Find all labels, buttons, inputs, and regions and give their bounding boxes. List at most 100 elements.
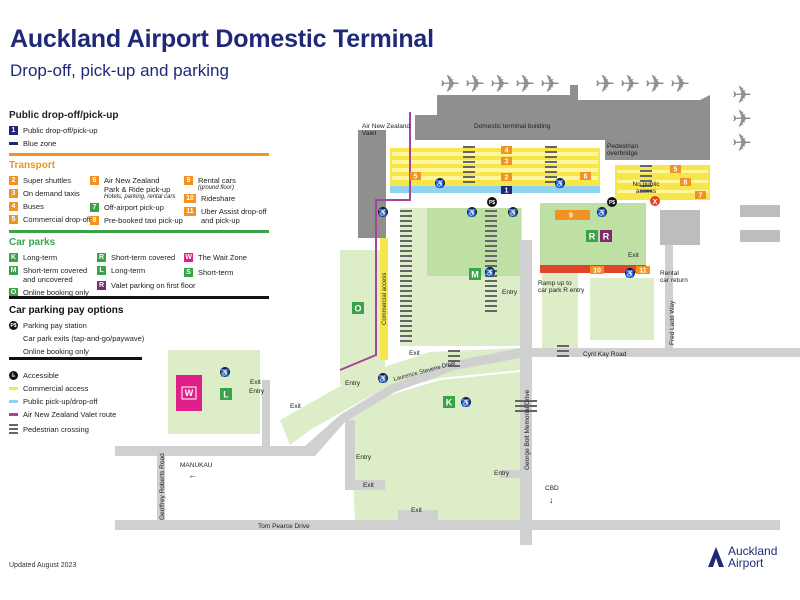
- legend-label: Long-term: [111, 266, 146, 275]
- carpark-r-label: R: [589, 232, 596, 242]
- legend-label: On demand taxis: [23, 189, 80, 198]
- logo-text: Auckland Airport: [728, 545, 777, 569]
- badge-1: [501, 186, 512, 194]
- svg-text:✈: ✈: [515, 71, 535, 98]
- badge-6-label: 6: [584, 174, 588, 181]
- badge-5b-label: 5: [674, 167, 678, 174]
- badge-10-legend: 10: [184, 194, 196, 203]
- legend-label: Short-term: [198, 268, 234, 277]
- logo-line1: Auckland: [728, 544, 778, 558]
- badge-10: [590, 266, 604, 274]
- svg-text:♿: ♿: [221, 368, 230, 377]
- badge-8-label: 8: [684, 180, 688, 187]
- overbridge-line2: overbridge: [607, 150, 638, 157]
- legend-payment: Car parking pay options P$Parking pay st…: [9, 305, 269, 359]
- svg-text:✈: ✈: [645, 71, 665, 98]
- badge-w-legend: W: [184, 253, 193, 262]
- badge-valet-r-legend: R: [97, 281, 106, 290]
- road-george: George Bolt Memorial Drive: [524, 389, 531, 470]
- svg-text:♿: ♿: [556, 179, 565, 188]
- legend-label: Rideshare: [201, 194, 236, 203]
- badge-k-legend: K: [9, 253, 18, 262]
- accessible-icons: ♿ ♿ ♿ ♿ ♿ ♿ ♿ ♿ ♿ ♿ ♿: [220, 178, 635, 407]
- svg-text:♿: ♿: [468, 208, 477, 217]
- road-cyril: Cyril Kay Road: [583, 351, 627, 358]
- exit-laurence: Exit: [409, 350, 420, 357]
- forecourt-badges: 4 3 2 5 6 1 5 8 7 9 10 11 R R M O K W L …: [176, 146, 706, 411]
- legend-symbols: ♿Accessible Commercial access Public pic…: [9, 370, 269, 438]
- legend-label: Super shuttles: [23, 176, 71, 185]
- exit-l: Exit: [250, 379, 261, 386]
- dropoff-heading: Public drop-off/pick-up: [9, 110, 119, 121]
- carparks-heading: Car parks: [9, 237, 56, 248]
- legend-label: Valet parking on first floor: [111, 281, 196, 290]
- road-fred: Fred Ladd Way: [669, 300, 676, 345]
- badge-6: [580, 172, 591, 180]
- svg-text:✈: ✈: [465, 71, 485, 98]
- badge-o-legend: O: [9, 288, 18, 297]
- svg-text:♿: ♿: [379, 374, 388, 383]
- dir-manukau: MANUKAU: [180, 462, 213, 469]
- no-public-line1: No public: [632, 181, 660, 188]
- no-public-line2: access: [636, 188, 657, 195]
- badge-7-legend: 7: [90, 203, 99, 212]
- badge-3-legend: 3: [9, 189, 18, 198]
- legend-label: Pre-booked taxi pick-up: [104, 216, 183, 225]
- legend-label: Buses: [23, 202, 44, 211]
- wait-zone-badge: [181, 386, 197, 400]
- carpark-l-badge: [220, 388, 232, 400]
- badge-r-legend: R: [97, 253, 106, 262]
- svg-text:✈: ✈: [732, 106, 752, 133]
- legend-label: Commercial access: [23, 384, 89, 393]
- ramp-line2: car park R entry: [538, 287, 585, 294]
- accessible-icon: ♿: [9, 371, 18, 380]
- legend-label-line2: and pick-up: [201, 216, 240, 225]
- badge-1-label: 1: [505, 188, 509, 195]
- svg-text:✈: ✈: [670, 71, 690, 98]
- badge-5b: [670, 165, 681, 173]
- logo-line2: Airport: [728, 556, 764, 570]
- svg-text:♿: ♿: [626, 269, 635, 278]
- badge-9-label: 9: [569, 213, 573, 220]
- badge-10-label: 10: [593, 268, 601, 275]
- badge-l-legend: L: [97, 266, 106, 275]
- legend-label-line2: Park & Ride pick-up: [104, 185, 171, 194]
- badge-1-legend: 1: [9, 126, 18, 135]
- road-geoffrey: Geoffrey Roberts Road: [159, 453, 166, 520]
- cbd-arrow-icon: ↓: [549, 495, 554, 505]
- svg-text:♿: ♿: [486, 268, 495, 277]
- legend-label: Short-term covered: [23, 266, 88, 275]
- terminal-building: [358, 85, 780, 245]
- svg-text:✈: ✈: [490, 71, 510, 98]
- transport-heading: Transport: [9, 160, 56, 171]
- badge-s-legend: S: [184, 268, 193, 277]
- legend-label: Commercial drop-off: [23, 215, 91, 224]
- svg-text:✈: ✈: [595, 71, 615, 98]
- entry-k2: Entry: [494, 470, 510, 477]
- svg-text:♿: ♿: [379, 208, 388, 217]
- badge-5: [410, 172, 421, 180]
- carpark-o-badge: [352, 302, 364, 314]
- carpark-l-label: L: [223, 390, 229, 400]
- badge-3: [501, 157, 512, 165]
- svg-text:♿: ♿: [436, 179, 445, 188]
- entry-k: Entry: [356, 454, 372, 461]
- road-tom: Tom Pearce Drive: [258, 523, 310, 530]
- legend-note: Hotels, parking, rental cars: [104, 194, 176, 200]
- commercial-line-icon: [9, 387, 18, 390]
- svg-text:P$: P$: [609, 200, 615, 206]
- auckland-airport-logo: Auckland Airport: [708, 545, 777, 569]
- svg-text:✈: ✈: [620, 71, 640, 98]
- transport-rule: [9, 153, 269, 156]
- valet-line-icon: [9, 413, 18, 416]
- manukau-arrow-icon: ←: [188, 470, 197, 480]
- valet-line2: Valet: [362, 130, 377, 137]
